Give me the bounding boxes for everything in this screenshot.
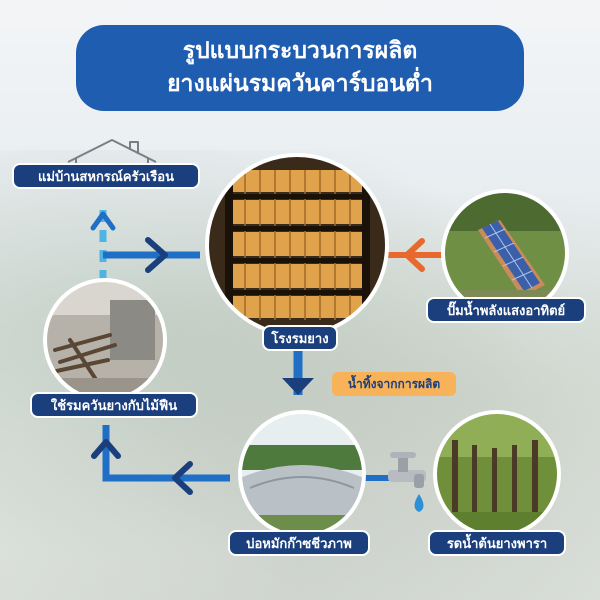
title-line-1: รูปแบบกระบวนการผลิต xyxy=(182,38,418,64)
arrow-down-to-biogas xyxy=(282,378,314,395)
rubber-trees-photo xyxy=(433,410,561,538)
arrow-up-to-firewood xyxy=(91,439,121,459)
label-housewives: แม่บ้านสหกรณ์ครัวเรือน xyxy=(12,163,200,189)
title-line-2: ยางแผ่นรมควันคาร์บอนต่ำ xyxy=(167,71,433,97)
biogas-pond-photo xyxy=(238,410,366,538)
smokehouse-photo xyxy=(205,153,389,337)
arrow-left-to-firewood-path xyxy=(172,461,193,495)
water-drop-icon xyxy=(414,494,424,512)
arrow-left-from-solar xyxy=(404,238,425,272)
label-smokehouse: โรงรมยาง xyxy=(262,325,338,351)
arrow-up-to-housewives xyxy=(90,211,116,231)
wastewater-note: น้ำทิ้งจากการผลิต xyxy=(332,372,456,396)
title-banner: รูปแบบกระบวนการผลิต ยางแผ่นรมควันคาร์บอน… xyxy=(76,25,524,111)
label-watering-trees: รดน้ำต้นยางพารา xyxy=(428,530,566,556)
firewood-smoking-photo xyxy=(43,278,167,402)
arrowheads xyxy=(90,211,425,495)
label-biogas-pond: บ่อหมักก๊าซชีวภาพ xyxy=(228,530,370,556)
arrow-right-to-smokehouse xyxy=(145,237,168,273)
link-biogas-firewood xyxy=(102,425,230,482)
water-faucet-icon xyxy=(388,452,426,488)
label-firewood-smoking: ใช้รมควันยางกับไม้ฟืน xyxy=(30,392,198,418)
label-solar-pump: ปั๊มน้ำพลังแสงอาทิตย์ xyxy=(426,297,586,323)
